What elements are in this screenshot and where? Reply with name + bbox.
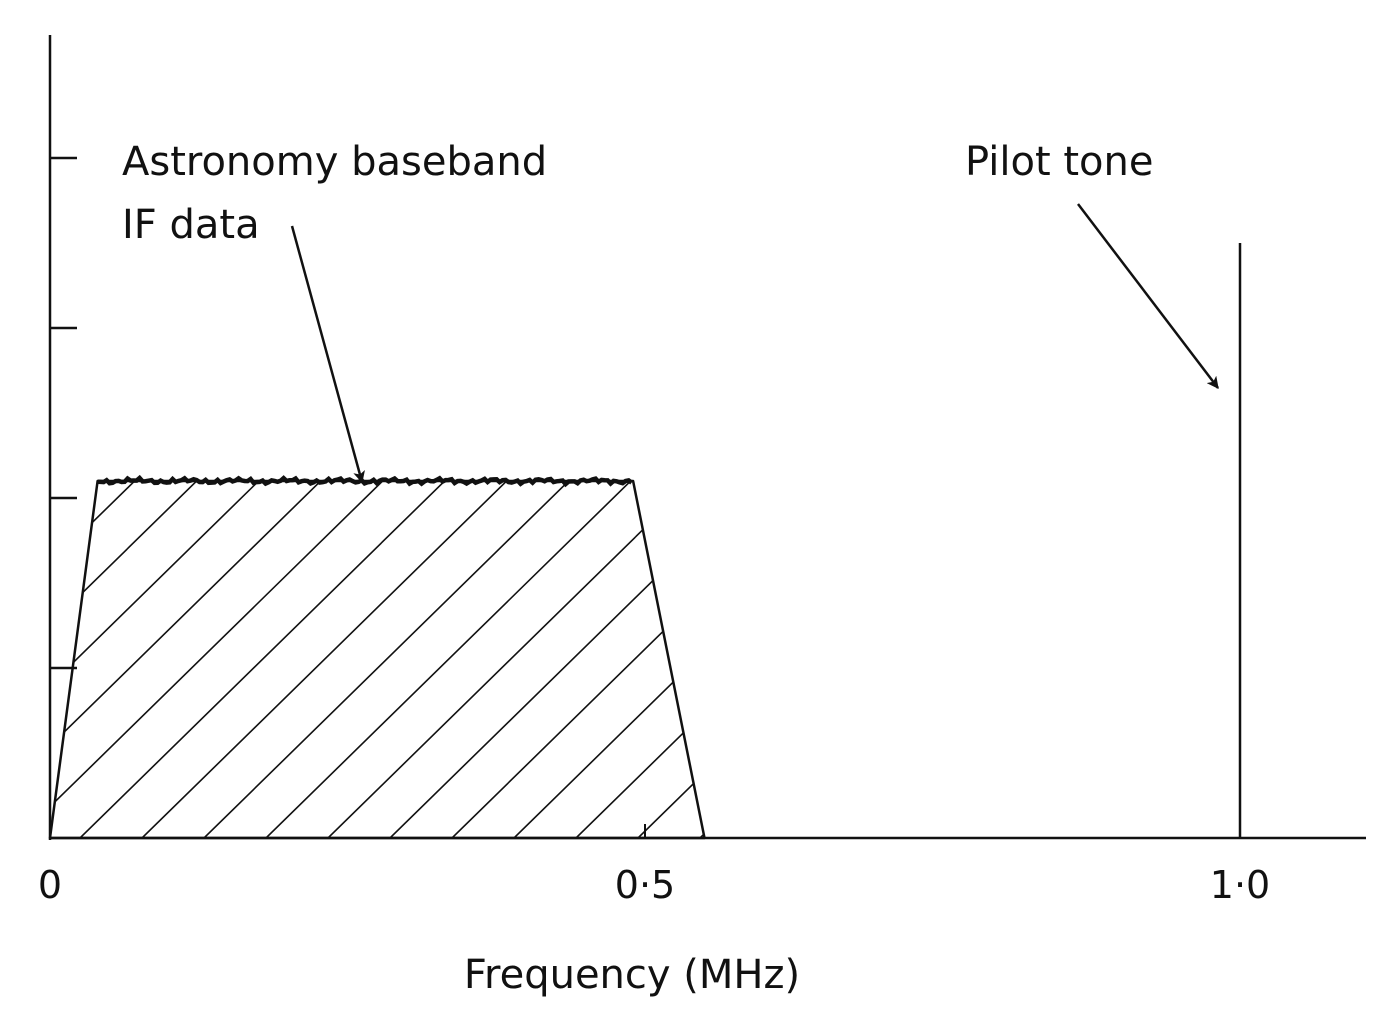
- x-tick-label-2: 1·0: [1210, 863, 1270, 907]
- band-outline: [48, 479, 706, 840]
- pilot-annotation-text: Pilot tone: [965, 139, 1153, 185]
- band-top-edge: [97, 474, 633, 488]
- band-annotation-line-2: IF data: [122, 202, 260, 248]
- band-annotation-line-1: Astronomy baseband: [122, 139, 547, 185]
- x-axis-label: Frequency (MHz): [464, 952, 800, 998]
- pilot-annotation-arrow: [1077, 203, 1219, 389]
- band-annotation-arrow: [290, 225, 365, 484]
- x-tick-label-0: 0: [38, 863, 62, 907]
- x-tick-label-1: 0·5: [615, 863, 675, 907]
